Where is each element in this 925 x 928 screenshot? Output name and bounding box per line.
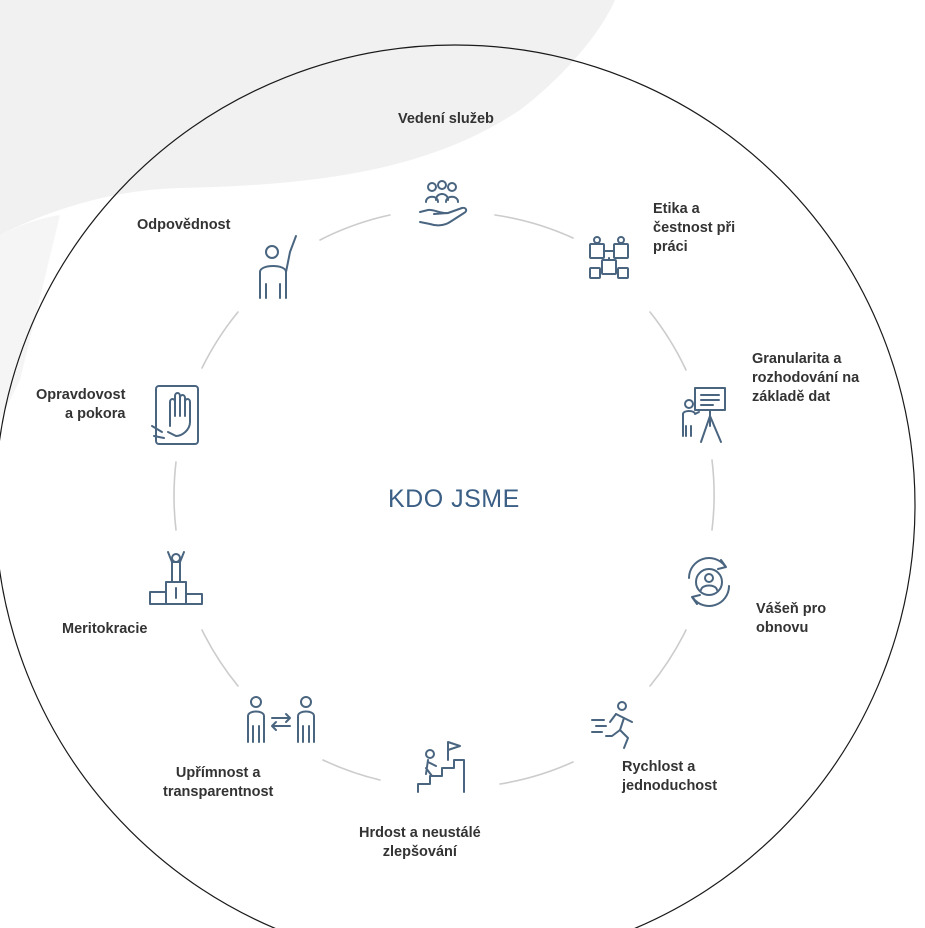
label-vedeni-sluzeb: Vedení služeb (398, 111, 494, 127)
label-meritokracie: Meritokracie (62, 621, 148, 637)
connector-arc (499, 761, 574, 785)
podium-winner-icon (149, 551, 203, 605)
puzzle-pieces-icon (589, 236, 629, 279)
two-people-exchange-icon (247, 696, 315, 743)
connector-arc (649, 311, 687, 371)
connector-arc (201, 629, 239, 687)
label-granularita: Granularita a rozhodování na základě dat (752, 351, 860, 405)
presenter-board-icon (682, 387, 726, 443)
label-rychlost: Rychlost a jednoduchost (622, 759, 718, 794)
connector-arc (319, 214, 391, 241)
connector-arc (322, 759, 381, 781)
connector-arc (649, 629, 687, 687)
label-opravdovost: Opravdovost a pokora (36, 387, 126, 422)
outer-circle (0, 44, 916, 928)
person-raising-hand-icon (259, 235, 297, 299)
climbing-stairs-flag-icon (417, 741, 465, 793)
center-title: KDO JSME (388, 485, 520, 513)
label-etika: Etika a čestnost při práci (653, 201, 736, 255)
ring-connectors (173, 214, 715, 785)
background-swoosh (0, 0, 615, 235)
people-in-hand-icon (419, 180, 468, 227)
person-refresh-cycle-icon (688, 557, 730, 607)
connector-arc (711, 459, 715, 531)
connector-arc (201, 311, 239, 369)
connector-arc (173, 461, 177, 531)
background-swoosh-lower (0, 215, 60, 420)
label-uprimnost: Upřímnost a transparentnost (163, 765, 274, 800)
raised-hand-oath-icon (151, 385, 199, 445)
label-hrdost: Hrdost a neustálé zlepšování (359, 825, 481, 860)
label-odpovednost: Odpovědnost (137, 217, 231, 233)
label-vasen: Vášeň pro obnovu (756, 601, 827, 636)
connector-arc (494, 214, 574, 239)
running-person-icon (591, 701, 633, 749)
